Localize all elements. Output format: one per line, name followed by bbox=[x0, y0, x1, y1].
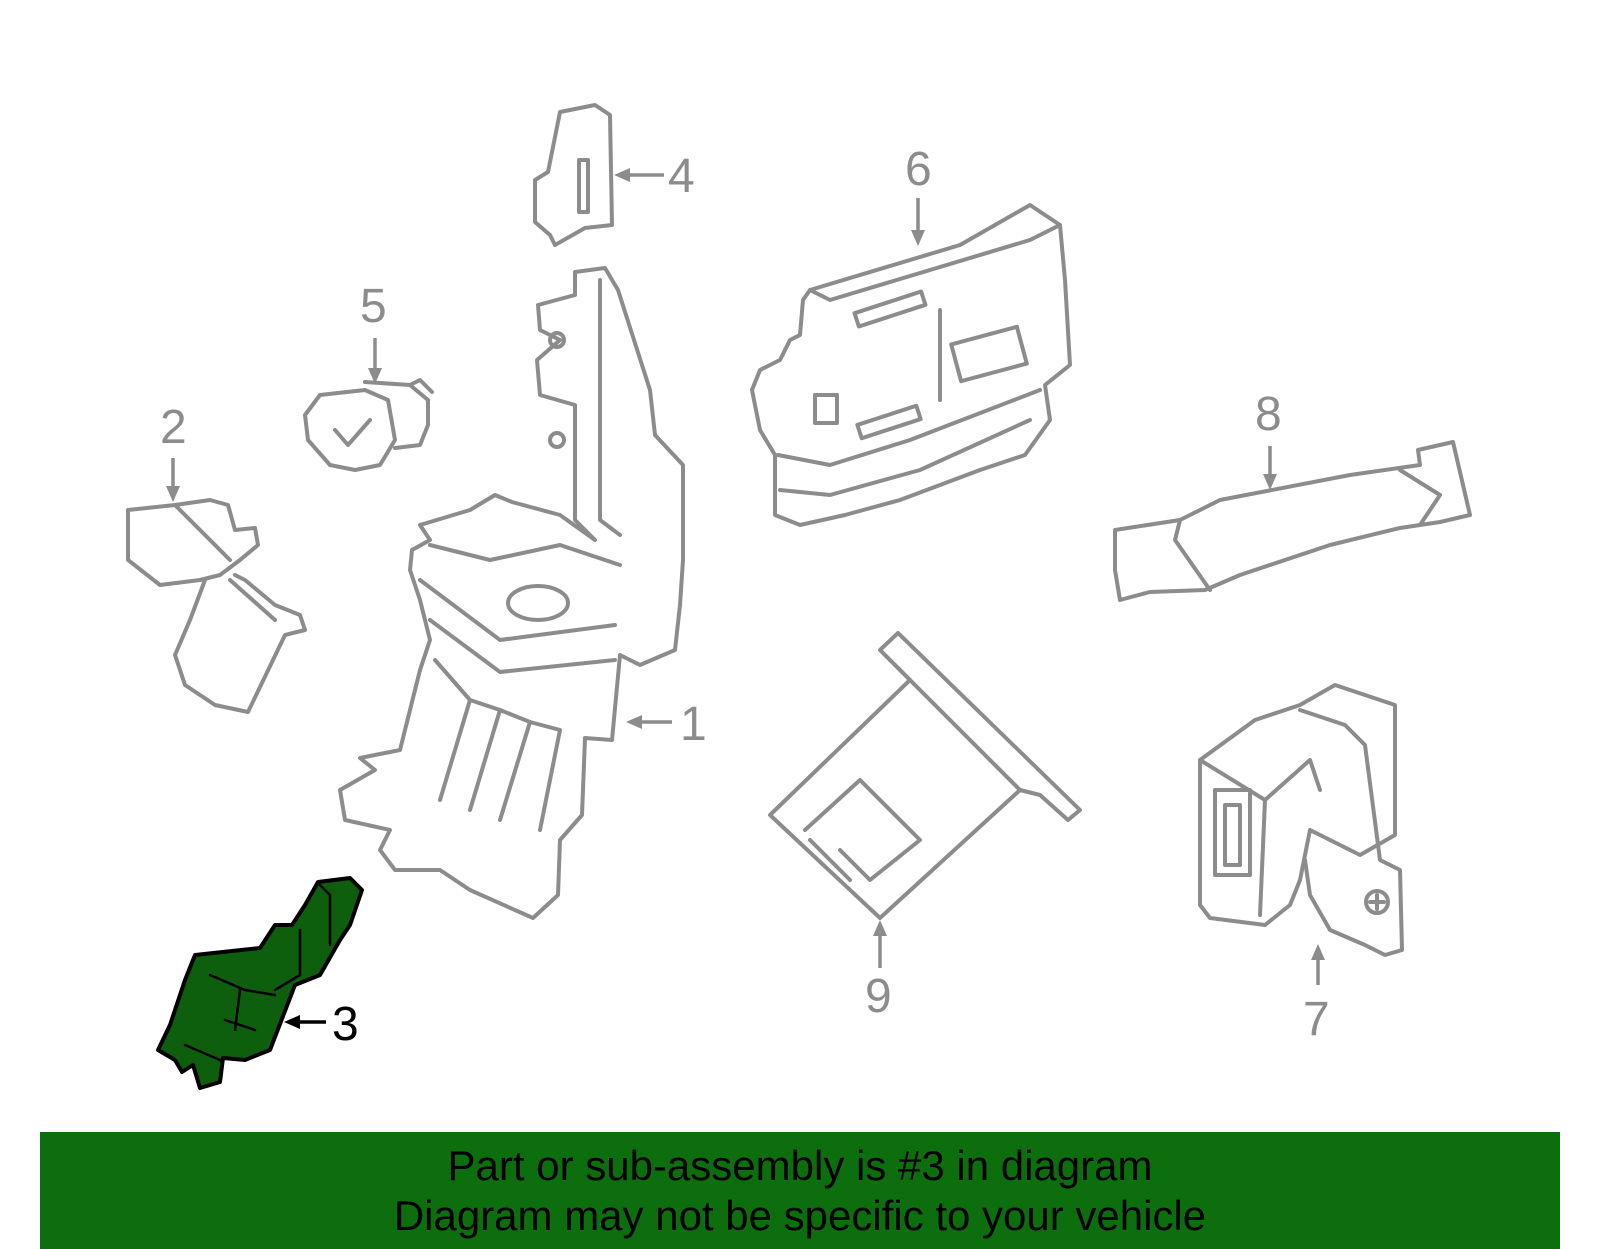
part-2-module bbox=[126, 498, 307, 714]
svg-text:5: 5 bbox=[360, 280, 387, 333]
callout-2: 2 bbox=[160, 401, 187, 502]
parts-diagram: 4 5 2 1 bbox=[126, 103, 1472, 1090]
svg-text:1: 1 bbox=[680, 698, 707, 751]
svg-text:8: 8 bbox=[1255, 388, 1282, 441]
svg-text:6: 6 bbox=[905, 143, 932, 196]
callout-8: 8 bbox=[1255, 388, 1282, 490]
svg-text:4: 4 bbox=[668, 150, 695, 203]
part-7-box bbox=[1198, 683, 1404, 957]
svg-text:3: 3 bbox=[332, 998, 359, 1051]
part-8-antenna bbox=[1113, 440, 1472, 602]
callout-1: 1 bbox=[626, 698, 707, 751]
part-5-connector bbox=[303, 378, 434, 472]
part-1-bracket bbox=[338, 266, 685, 920]
banner-line-part-number: Part or sub-assembly is #3 in diagram bbox=[447, 1141, 1153, 1189]
callout-7: 7 bbox=[1303, 944, 1330, 1046]
svg-text:7: 7 bbox=[1303, 993, 1330, 1046]
callout-3: 3 bbox=[284, 998, 359, 1051]
part-3-bracket-highlighted bbox=[156, 876, 364, 1090]
svg-text:9: 9 bbox=[865, 970, 892, 1023]
info-banner: Part or sub-assembly is #3 in diagram Di… bbox=[40, 1132, 1560, 1249]
part-6-control-module bbox=[750, 203, 1072, 527]
svg-text:2: 2 bbox=[160, 401, 187, 454]
banner-line-disclaimer: Diagram may not be specific to your vehi… bbox=[393, 1191, 1207, 1239]
callout-4: 4 bbox=[614, 150, 695, 203]
callout-6: 6 bbox=[905, 143, 932, 246]
callout-5: 5 bbox=[360, 280, 387, 384]
part-4-clip bbox=[533, 103, 614, 247]
callout-9: 9 bbox=[865, 920, 892, 1023]
part-9-module bbox=[768, 631, 1082, 920]
